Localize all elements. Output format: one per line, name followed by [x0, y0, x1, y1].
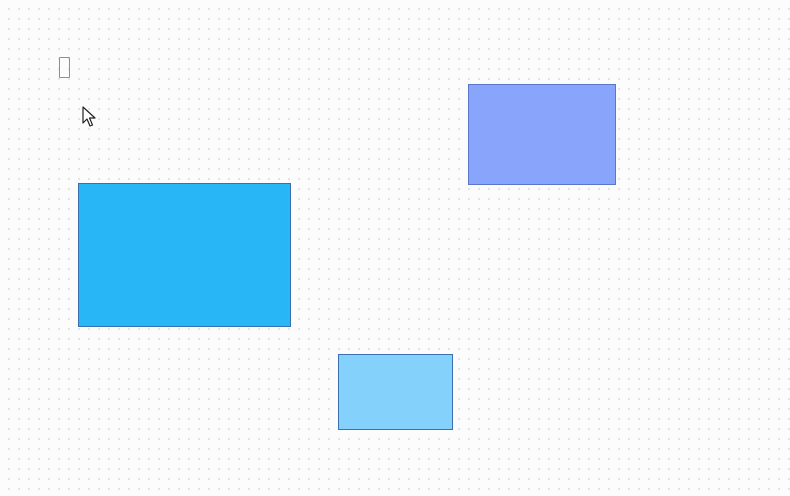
mouse-pointer-icon	[82, 106, 96, 127]
rectangle-top-right[interactable]	[468, 84, 616, 185]
rectangle-small[interactable]	[338, 354, 453, 430]
text-caret-icon[interactable]	[59, 57, 70, 78]
rectangle-large[interactable]	[78, 183, 291, 327]
